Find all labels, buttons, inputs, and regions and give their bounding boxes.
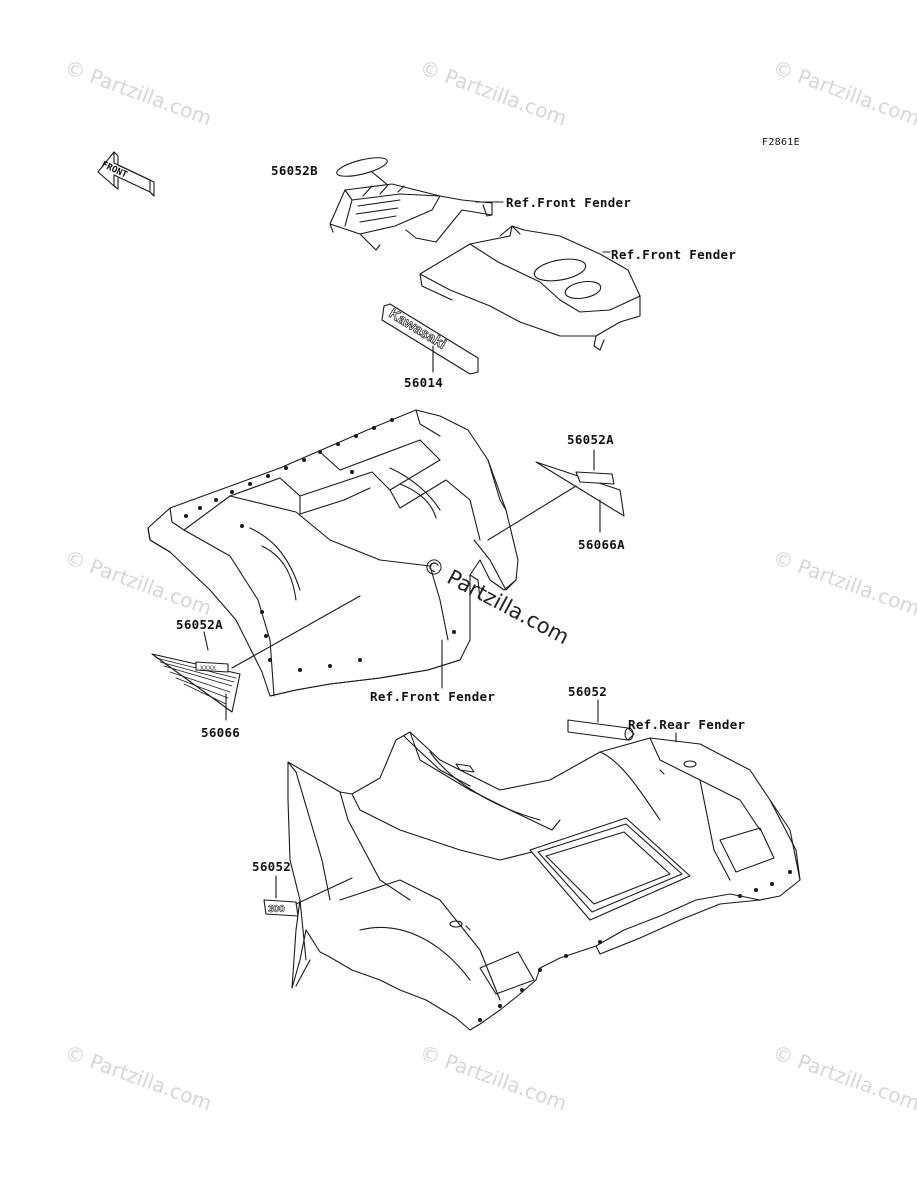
callout-ref-front-fender-1[interactable]: Ref.Front Fender bbox=[506, 195, 632, 210]
callout-56066[interactable]: 56066 bbox=[201, 725, 241, 740]
callout-56052B[interactable]: 56052B bbox=[271, 163, 318, 178]
front-fender-lower-piece bbox=[419, 225, 641, 351]
front-arrow-icon bbox=[97, 151, 155, 197]
callout-56052A-top[interactable]: 56052A bbox=[567, 432, 614, 447]
callout-56052A-left[interactable]: 56052A bbox=[176, 617, 223, 632]
callout-56014[interactable]: 56014 bbox=[404, 375, 444, 390]
decal-56052B bbox=[336, 157, 388, 177]
decal-56066A bbox=[535, 461, 625, 517]
callout-56052-left[interactable]: 56052 bbox=[252, 859, 292, 874]
decal-56052-pad bbox=[567, 719, 635, 741]
callout-ref-rear-fender[interactable]: Ref.Rear Fender bbox=[628, 717, 746, 732]
rear-fender-assembly bbox=[287, 731, 801, 1031]
callout-56052-top[interactable]: 56052 bbox=[568, 684, 608, 699]
front-fender-upper-piece bbox=[329, 183, 493, 251]
front-fender-assembly bbox=[147, 409, 519, 697]
decal-56066: XXXX bbox=[151, 653, 241, 713]
svg-text:XXXX: XXXX bbox=[200, 666, 216, 672]
svg-text:300: 300 bbox=[268, 904, 285, 915]
callout-56066A[interactable]: 56066A bbox=[578, 537, 625, 552]
callout-ref-front-fender-2[interactable]: Ref.Front Fender bbox=[611, 247, 737, 262]
kawasaki-decal-56014: Kawasaki bbox=[381, 303, 479, 375]
badge-56052-300: 300 bbox=[263, 899, 299, 917]
diagram-code: F2861E bbox=[762, 137, 800, 148]
callout-ref-front-fender-3[interactable]: Ref.Front Fender bbox=[370, 689, 496, 704]
